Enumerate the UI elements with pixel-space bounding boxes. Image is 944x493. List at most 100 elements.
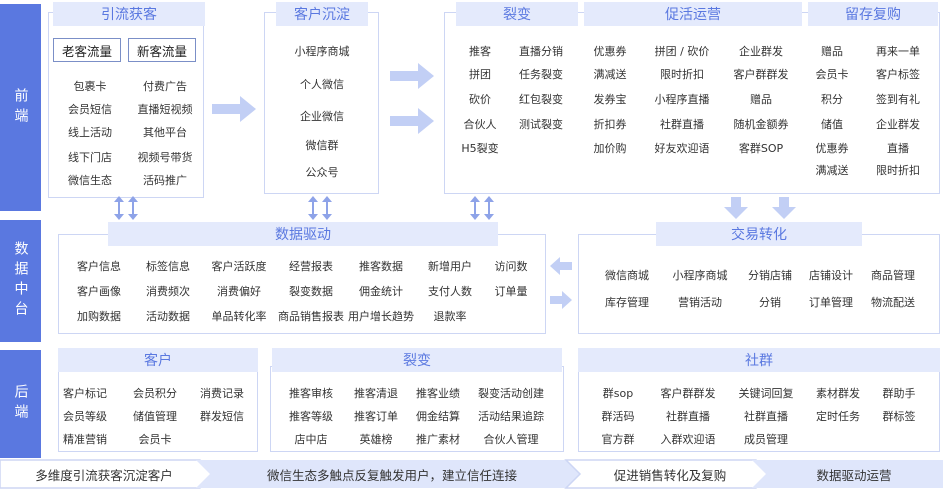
acquire-title: 引流获客 [53, 2, 205, 26]
fission-admin-item: 推客订单 [354, 410, 398, 423]
data-item: 商品销售报表 [278, 310, 344, 323]
fission-item: 拼团 [469, 68, 491, 81]
bidirectional-arrow-icon [308, 196, 332, 220]
flow-step-1: 多维度引流获客沉淀客户 [35, 467, 173, 483]
arrow-right-icon [550, 291, 572, 309]
data-item: 新增用户 [428, 260, 472, 273]
customer-item: 群发短信 [200, 410, 244, 423]
acquire-item: 活码推广 [143, 174, 187, 187]
acquire-item: 付费广告 [143, 80, 187, 93]
fission-admin-item: 推客等级 [289, 410, 333, 423]
activate-item: 企业群发 [739, 45, 783, 58]
arrow-right-icon [390, 63, 434, 89]
trade-title: 交易转化 [656, 222, 862, 246]
fission-admin-item: 推客审核 [289, 387, 333, 400]
activate-title: 促活运营 [584, 2, 802, 26]
data-item: 加购数据 [77, 310, 121, 323]
customer-item: 会员卡 [138, 433, 172, 446]
community-item: 成员管理 [744, 433, 788, 446]
data-item: 经营报表 [289, 260, 333, 273]
side-label-data-center: 数据中台 [0, 220, 41, 342]
side-label-frontend: 前端 [0, 4, 41, 211]
data-driven-panel [58, 234, 546, 334]
fission-item: 砍价 [469, 93, 491, 106]
customer-item: 消费记录 [200, 387, 244, 400]
community-item: 群sop [602, 387, 634, 400]
trade-item: 商品管理 [871, 269, 915, 282]
bidirectional-arrow-icon [470, 196, 494, 220]
fission-admin-item: 佣金结算 [416, 410, 460, 423]
trade-item: 营销活动 [678, 296, 722, 309]
data-item: 消费频次 [146, 285, 190, 298]
side-label-text: 数据中台 [12, 241, 29, 321]
repurchase-item: 积分 [821, 93, 843, 106]
side-label-backend: 后端 [0, 350, 41, 458]
fission-item: 合伙人 [463, 118, 497, 131]
activate-item: 优惠券 [593, 45, 627, 58]
data-item: 活动数据 [146, 310, 190, 323]
data-item: 支付人数 [428, 285, 472, 298]
trade-panel [578, 234, 940, 334]
repurchase-item: 客户标签 [876, 68, 920, 81]
repurchase-title: 留存复购 [808, 2, 938, 26]
community-item: 素材群发 [816, 387, 860, 400]
community-title: 社群 [578, 348, 940, 372]
repurchase-item: 优惠券 [815, 142, 849, 155]
data-item: 标签信息 [146, 260, 190, 273]
fission-admin-item: 推客清退 [354, 387, 398, 400]
old-traffic-tag: 老客流量 [53, 38, 121, 62]
trade-item: 订单管理 [809, 296, 853, 309]
customer-title: 客户 [58, 348, 258, 372]
fission-admin-item: 裂变活动创建 [478, 387, 544, 400]
repurchase-item: 储值 [821, 118, 843, 131]
flow-step-3: 促进销售转化及复购 [613, 467, 727, 483]
activate-item: 好友欢迎语 [654, 142, 710, 155]
repurchase-item: 签到有礼 [876, 93, 920, 106]
activate-item: 发券宝 [593, 93, 627, 106]
arrow-left-icon [550, 257, 572, 275]
activate-item: 赠品 [750, 93, 772, 106]
flow-bar [0, 459, 943, 489]
bidirectional-arrow-icon [114, 196, 138, 220]
community-item: 关键词回复 [738, 387, 794, 400]
side-label-text: 后端 [12, 384, 29, 424]
retain-item: 公众号 [305, 166, 339, 179]
acquire-item: 线上活动 [68, 126, 112, 139]
activate-item: 社群直播 [660, 118, 704, 131]
trade-item: 物流配送 [871, 296, 915, 309]
retain-panel [264, 12, 379, 194]
repurchase-item: 再来一单 [876, 45, 920, 58]
fission-item: 推客 [469, 45, 491, 58]
operations-panel [444, 12, 940, 194]
community-item: 入群欢迎语 [660, 433, 716, 446]
activate-item: 加价购 [593, 142, 627, 155]
data-item: 裂变数据 [289, 285, 333, 298]
fission-item: 任务裂变 [519, 68, 563, 81]
activate-item: 限时折扣 [660, 68, 704, 81]
fission-admin-item: 推广素材 [416, 433, 460, 446]
fission-item: 直播分销 [519, 45, 563, 58]
fission-admin-item: 推客业绩 [416, 387, 460, 400]
retain-item: 个人微信 [300, 78, 344, 91]
retain-item: 小程序商城 [294, 45, 350, 58]
data-item: 客户活跃度 [211, 260, 267, 273]
data-item: 访问数 [494, 260, 528, 273]
fission-title: 裂变 [456, 2, 578, 26]
fission-admin-item: 活动结果追踪 [478, 410, 544, 423]
acquire-item: 会员短信 [68, 103, 112, 116]
activate-item: 满减送 [593, 68, 627, 81]
fission-admin-panel [270, 366, 564, 452]
fission-admin-title: 裂变 [272, 348, 562, 372]
repurchase-item: 会员卡 [815, 68, 849, 81]
activate-item: 客群SOP [738, 142, 784, 155]
repurchase-item: 满减送 [815, 164, 849, 177]
acquire-item: 直播短视频 [137, 103, 193, 116]
fission-item: 红包裂变 [519, 93, 563, 106]
customer-item: 储值管理 [133, 410, 177, 423]
data-item: 客户信息 [77, 260, 121, 273]
acquire-item: 其他平台 [143, 126, 187, 139]
community-item: 社群直播 [744, 410, 788, 423]
activate-item: 小程序直播 [654, 93, 710, 106]
flow-step-2: 微信生态多触点反复触发用户，建立信任连接 [266, 467, 517, 483]
data-item: 单品转化率 [211, 310, 267, 323]
